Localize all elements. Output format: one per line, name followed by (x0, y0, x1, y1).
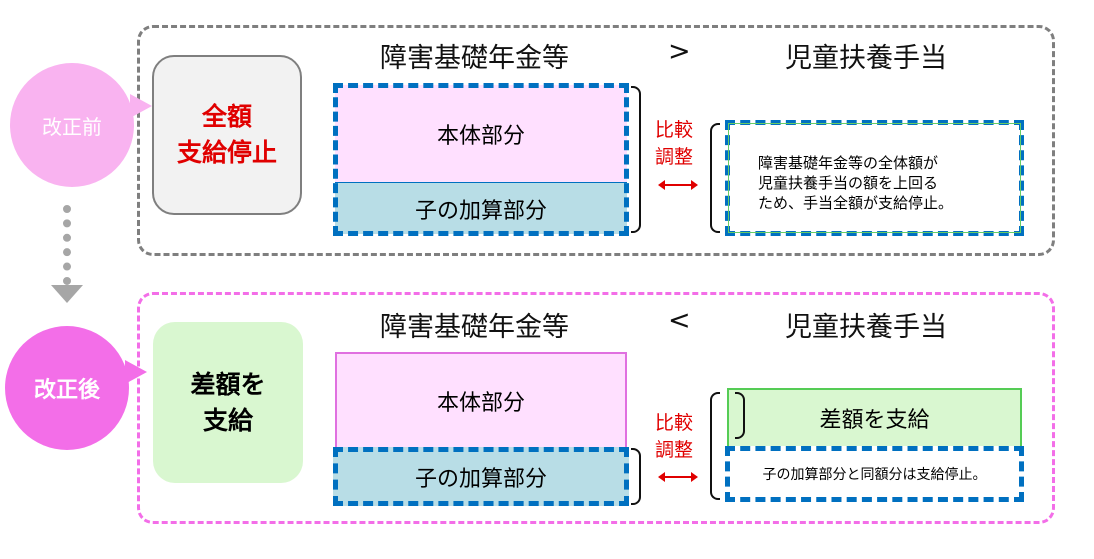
brace-icon (710, 392, 720, 500)
before-main-part-label: 本体部分 (436, 123, 525, 149)
brace-icon (631, 448, 641, 505)
before-status-line2: 支給停止 (176, 138, 277, 167)
before-main-part: 本体部分 (335, 85, 627, 182)
after-label-circle: 改正後 (5, 326, 129, 450)
after-panel (137, 292, 1055, 524)
before-adjust: 比較調整 (655, 117, 693, 171)
note-line: 児童扶養手当の額を上回る (758, 174, 939, 192)
after-status-line1: 差額を (190, 369, 266, 399)
brace-icon (710, 123, 720, 233)
double-arrow-icon (658, 472, 698, 482)
before-note-box: 障害基礎年金等の全体額が 児童扶養手当の額を上回る ため、手当全額が支給停止。 (725, 120, 1024, 236)
brace-icon (735, 392, 745, 439)
after-difference-box: 差額を支給 (727, 388, 1022, 448)
before-comparator: > (668, 36, 691, 67)
before-right-header: 児童扶養手当 (785, 43, 947, 74)
after-child-part: 子の加算部分 (333, 447, 629, 506)
after-right-header: 児童扶養手当 (785, 312, 947, 343)
pointer-icon (125, 360, 147, 384)
before-status-line1: 全額 (201, 102, 252, 131)
after-child-part-label: 子の加算部分 (414, 466, 547, 492)
difference-paid-label: 差額を支給 (819, 408, 930, 433)
transition-arrow-shaft (63, 205, 71, 285)
before-panel (137, 25, 1055, 256)
after-left-header: 障害基礎年金等 (380, 312, 569, 343)
before-label-circle: 改正前 (10, 63, 134, 187)
pointer-icon (130, 94, 152, 118)
adjust-line2: 調整 (655, 146, 694, 168)
after-main-part: 本体部分 (335, 352, 627, 449)
before-child-part: 子の加算部分 (335, 182, 627, 234)
after-status-box: 差額を 支給 (153, 322, 303, 483)
before-pension-outline (333, 83, 629, 236)
after-main-part-label: 本体部分 (436, 390, 525, 416)
before-status-box: 全額 支給停止 (152, 55, 302, 215)
after-adjust: 比較調整 (655, 410, 693, 464)
after-stopped-box: 子の加算部分と同額分は支給停止。 (725, 446, 1024, 502)
adjust-line2: 調整 (655, 439, 694, 461)
double-arrow-icon (658, 180, 698, 190)
brace-icon (631, 86, 641, 233)
adjust-line1: 比較 (655, 119, 694, 141)
note-line: ため、手当全額が支給停止。 (758, 194, 954, 212)
before-child-part-label: 子の加算部分 (414, 198, 547, 224)
after-label: 改正後 (33, 378, 100, 403)
after-comparator: < (668, 305, 691, 336)
arrow-down-icon (51, 285, 83, 303)
before-label: 改正前 (42, 114, 102, 139)
stopped-note: 子の加算部分と同額分は支給停止。 (762, 467, 987, 483)
before-left-header: 障害基礎年金等 (380, 43, 569, 74)
adjust-line1: 比較 (655, 412, 694, 434)
note-line: 障害基礎年金等の全体額が (758, 154, 939, 172)
after-status-line2: 支給 (202, 405, 253, 435)
